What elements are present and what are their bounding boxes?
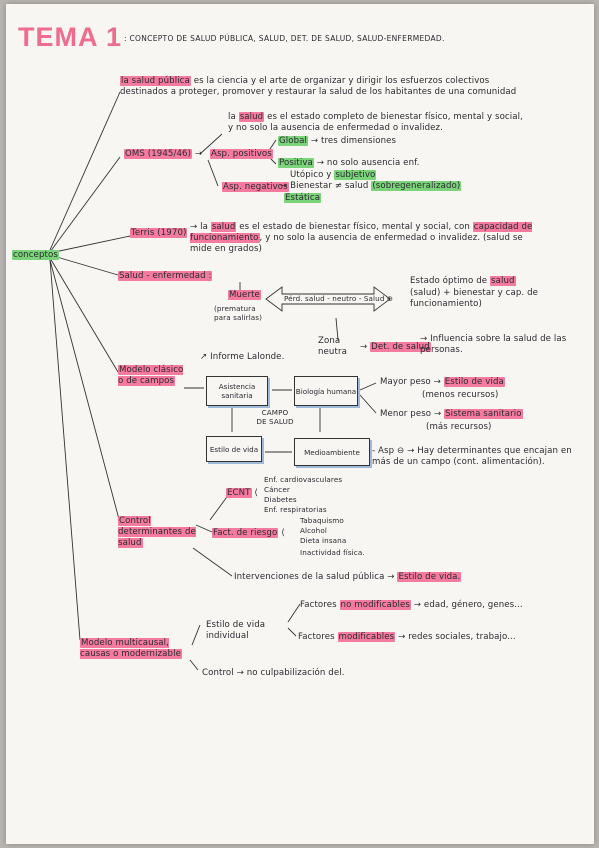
muerte-note: (prematura para salirlas): [214, 304, 263, 322]
estado-optimo-note: (salud) + bienestar y cap. de funcionami…: [410, 288, 539, 309]
oms-estatica: Estática: [284, 193, 322, 203]
terris-definition: → la salud es el estado de bienestar fís…: [190, 222, 533, 254]
informe-lalonde: ↗ Informe Lalonde.: [200, 352, 285, 362]
oms-global: Global → tres dimensiones: [278, 136, 397, 146]
asp-positivos-label: Asp. positivos: [210, 149, 273, 159]
oms-label: OMS (1945/46): [124, 149, 193, 159]
fact-riesgo-label: Fact. de riesgo: [212, 528, 279, 538]
salud-continuum-arrow: Pérd. salud - neutro - Salud ⊕: [284, 294, 393, 303]
riesgo-item-3: Inactividad física.: [300, 548, 365, 557]
det-salud-influencia: → Influencia sobre la salud de las perso…: [420, 334, 567, 355]
modelo-multicausal-label: Modelo multicausal, causas o modernizabl…: [80, 638, 182, 659]
intervenciones: Intervenciones de la salud pública → Est…: [234, 572, 462, 582]
oms-utopico: Utópico y subjetivo: [290, 170, 377, 180]
terris-label: Terris (1970): [130, 228, 188, 238]
asp-negativos-label: Asp. negativos: [222, 182, 289, 192]
control-determinantes-label: Control determinantes de salud: [118, 516, 196, 548]
oms-bienestar: → Bienestar ≠ salud (sobregeneralizado): [280, 181, 462, 191]
factores-modificables: Factores modificables → redes sociales, …: [298, 632, 516, 642]
muerte-label: Muerte: [228, 290, 261, 300]
estilo-vida-individual: Estilo de vida individual: [206, 620, 266, 641]
box-asistencia-sanitaria: Asistencia sanitaria: [206, 376, 268, 406]
ecnt-item-0: Enf. cardiovasculares: [264, 475, 343, 484]
salud-enfermedad-label: Salud - enfermedad :: [118, 271, 213, 281]
page-title: TEMA 1: [18, 22, 123, 52]
mas-recursos: (más recursos): [426, 422, 492, 432]
oms-positiva: Positiva → no solo ausencia enf.: [278, 158, 420, 168]
riesgo-item-1: Alcohol: [300, 526, 327, 535]
root-concept: conceptos: [12, 250, 59, 260]
mayor-peso: Mayor peso → Estilo de vida: [380, 377, 505, 387]
zona-neutra: Zona neutra: [318, 336, 347, 357]
box-estilo-vida: Estilo de vida: [206, 436, 262, 462]
ecnt-item-3: Enf. respiratorias: [264, 505, 327, 514]
factores-no-modificables: Factores no modificables → edad, género,…: [300, 600, 523, 610]
page-subtitle: : CONCEPTO DE SALUD PÚBLICA, SALUD, DET.…: [124, 34, 445, 43]
riesgo-item-0: Tabaquismo: [300, 516, 344, 525]
ecnt-label: ECNT: [226, 488, 252, 498]
ecnt-item-2: Diabetes: [264, 495, 297, 504]
box-biologia-humana: Biología humana: [294, 376, 358, 406]
estado-optimo: Estado óptimo de salud: [410, 276, 516, 286]
modelo-clasico-asp-neg: - Asp ⊖ → Hay determinantes que encajan …: [372, 446, 572, 467]
box-medioambiente: Medioambiente: [294, 438, 370, 466]
menos-recursos: (menos recursos): [422, 390, 499, 400]
riesgo-item-2: Dieta insana: [300, 536, 347, 545]
menor-peso: Menor peso → Sistema sanitario: [380, 409, 523, 419]
salud-publica-definition: la salud pública es la ciencia y el arte…: [120, 76, 517, 97]
modelo-clasico-label: Modelo clásico o de campos: [118, 365, 184, 386]
ecnt-item-1: Cáncer: [264, 485, 290, 494]
det-salud-label: Det. de salud: [370, 342, 431, 352]
control-no-culpabilizacion: Control → no culpabilización del.: [202, 668, 345, 678]
campo-salud-label: CAMPO DE SALUD: [256, 408, 294, 426]
oms-salud-definition: la salud es el estado completo de bienes…: [228, 112, 523, 133]
